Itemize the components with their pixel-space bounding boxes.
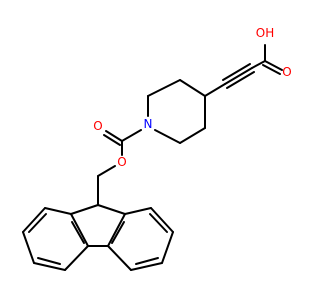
bond-left-6 <box>44 207 72 215</box>
bond-left-3 <box>33 262 66 271</box>
bond-right-1 <box>107 213 126 247</box>
bond-acid-to-alkyne <box>251 60 266 69</box>
bond-left-4 <box>22 231 35 264</box>
carbonyl-o-label: O <box>93 119 102 133</box>
structure-diagram: OH O N O O <box>22 26 292 271</box>
bond-n-carbonyl <box>121 129 142 142</box>
bond-left-inner-3 <box>28 213 47 233</box>
bond-left-1 <box>70 213 89 247</box>
bond-right-inner-3 <box>149 213 168 233</box>
bond-alkyne-to-ring <box>204 83 226 97</box>
bond-right-inner-2 <box>135 257 159 265</box>
bond-left-2 <box>64 245 89 271</box>
ester-o-label: O <box>117 155 126 169</box>
bond-right-5 <box>150 207 174 233</box>
bond-c9-c9a <box>70 204 99 215</box>
bond-pip-c6-c5 <box>179 127 206 144</box>
bond-left-inner-2 <box>37 257 61 265</box>
bond-left-5 <box>22 207 46 233</box>
bond-pip-n-c6 <box>154 129 181 144</box>
carboxyl-oh-label: OH <box>256 26 274 40</box>
ring-n-label: N <box>144 117 153 131</box>
bond-pip-c3-c2 <box>147 79 181 97</box>
bond-pip-c4-c3 <box>179 79 206 97</box>
bond-ester-o-ch2 <box>97 165 116 177</box>
bond-alkyne-2 <box>222 63 251 81</box>
bond-right-6 <box>124 207 152 215</box>
bond-cooh-co-b <box>262 64 281 75</box>
bond-right-2 <box>107 245 132 271</box>
bond-co-double-a <box>105 130 123 142</box>
atom-labels: OH O N O O <box>93 26 291 169</box>
bond-left-inner-1 <box>71 221 85 244</box>
bond-right-4 <box>161 231 174 264</box>
bond-c9-c8a <box>97 204 126 215</box>
bond-right-3 <box>130 262 163 271</box>
bond-right-inner-1 <box>111 221 125 244</box>
bond-co-double-b <box>103 134 121 146</box>
bond-alkyne-1 <box>224 67 253 85</box>
bonds <box>22 44 283 271</box>
carboxyl-o-label: O <box>282 65 291 79</box>
bond-alkyne-3 <box>226 71 255 89</box>
bond-cooh-co-a <box>264 60 283 71</box>
